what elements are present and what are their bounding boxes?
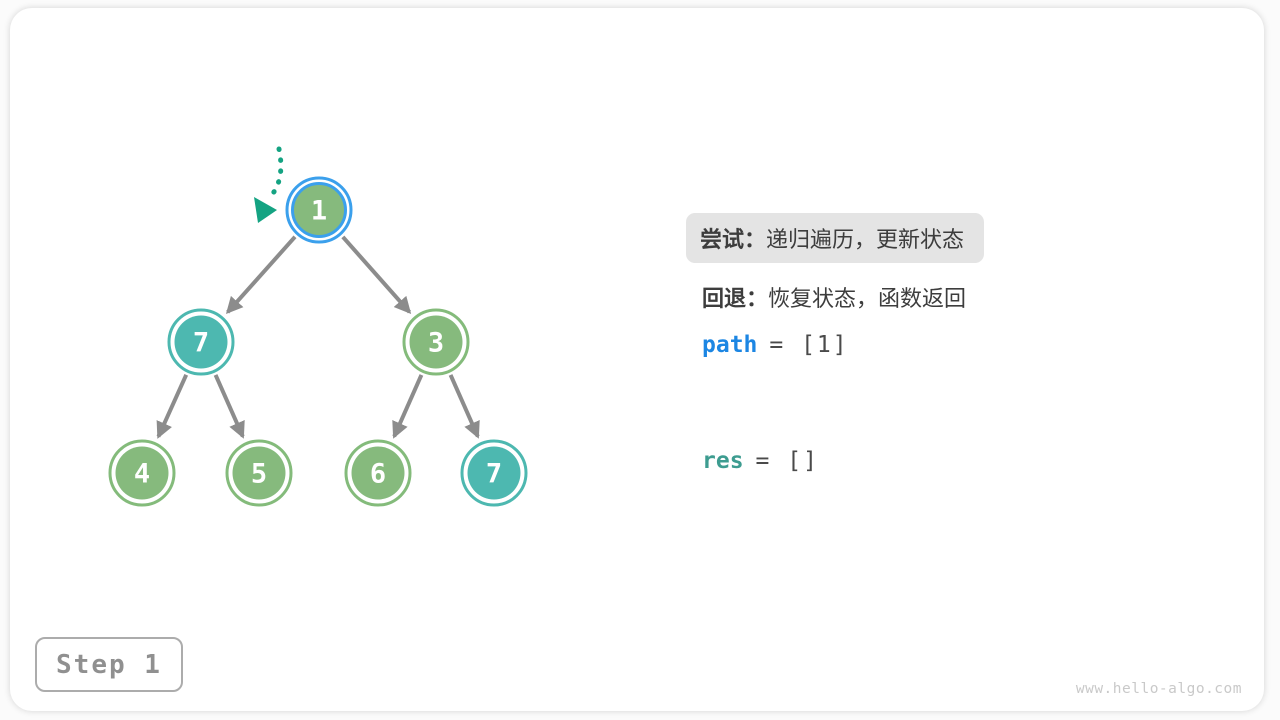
node-ring — [167, 308, 235, 376]
path-variable-line: path = [1] — [702, 327, 849, 363]
tree-edge — [225, 235, 297, 315]
node-value: 5 — [251, 459, 267, 490]
tree-node-4: 4 — [108, 439, 176, 507]
annotation-try: 尝试：递归遍历，更新状态 — [686, 213, 984, 263]
tree-edge — [156, 374, 189, 439]
pointer-dotted-trail — [266, 146, 284, 201]
back-text: 恢复状态，函数返回 — [768, 286, 967, 311]
node-disc — [115, 446, 169, 500]
res-variable-name: res — [702, 448, 744, 474]
node-ring — [460, 439, 528, 507]
tree-node-7: 7 — [460, 439, 528, 507]
node-value: 4 — [134, 459, 150, 490]
node-disc — [351, 446, 405, 500]
binary-tree-diagram: 1 7 3 4 5 6 7 — [108, 146, 528, 507]
path-variable-value: = [1] — [769, 332, 849, 358]
node-ring — [225, 439, 293, 507]
node-disc — [467, 446, 521, 500]
tree-edge — [341, 235, 412, 314]
node-ring — [402, 308, 470, 376]
node-value: 1 — [311, 196, 327, 227]
canvas-card: 1 7 3 4 5 6 7 尝试：递归遍历，更新状态 回退：恢复状态，函数返回 path =… — [10, 8, 1264, 711]
node-ring — [108, 439, 176, 507]
tree-node-6: 6 — [344, 439, 412, 507]
tree-node-3: 3 — [402, 308, 470, 376]
res-variable-value: = [] — [755, 448, 819, 474]
res-variable-line: res = [] — [702, 443, 819, 479]
step-badge: Step 1 — [35, 637, 183, 692]
step-badge-label: Step 1 — [56, 649, 162, 680]
node-disc — [409, 315, 463, 369]
try-label: 尝试： — [700, 227, 767, 252]
tree-edge — [392, 374, 424, 439]
node-disc — [232, 446, 286, 500]
node-value: 7 — [486, 459, 502, 490]
node-ring — [344, 439, 412, 507]
node-disc — [291, 182, 347, 238]
node-disc — [174, 315, 228, 369]
tree-node-1: 1 — [285, 176, 353, 244]
tree-edge — [448, 374, 480, 439]
pointer-arrowhead-icon — [254, 197, 277, 223]
node-value: 7 — [193, 328, 209, 359]
tree-edge — [213, 374, 245, 439]
try-text: 递归遍历，更新状态 — [766, 227, 965, 252]
back-label: 回退： — [702, 286, 769, 311]
annotation-back: 回退：恢复状态，函数返回 — [702, 279, 966, 315]
node-ring — [285, 176, 353, 244]
tree-node-7: 7 — [167, 308, 235, 376]
path-variable-name: path — [702, 332, 758, 358]
node-value: 6 — [370, 459, 386, 490]
node-value: 3 — [428, 328, 444, 359]
tree-node-5: 5 — [225, 439, 293, 507]
watermark: www.hello-algo.com — [1075, 681, 1242, 697]
